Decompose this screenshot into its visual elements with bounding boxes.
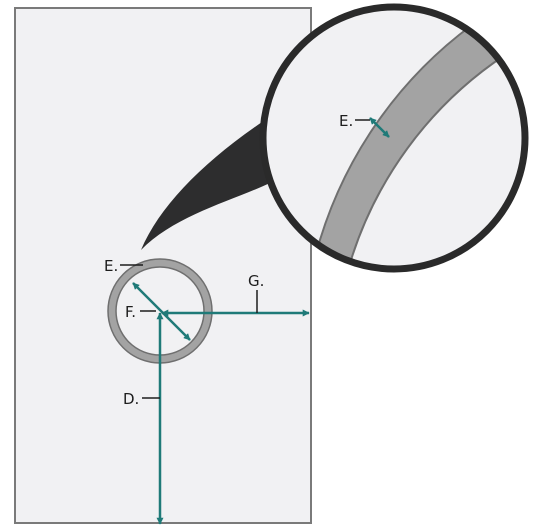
- callout-wedge: [141, 118, 272, 250]
- detail-ring-section: [310, 23, 507, 269]
- detail-e-label: E.: [339, 112, 353, 130]
- d-label: D.: [123, 390, 139, 408]
- e-label: E.: [104, 257, 118, 275]
- g-label: G.: [248, 272, 264, 290]
- detail-circle-border: [259, 3, 529, 273]
- detail-ring-band: [310, 23, 507, 269]
- f-label: F.: [125, 303, 136, 321]
- detail-e-dimension-arrow: [369, 117, 390, 138]
